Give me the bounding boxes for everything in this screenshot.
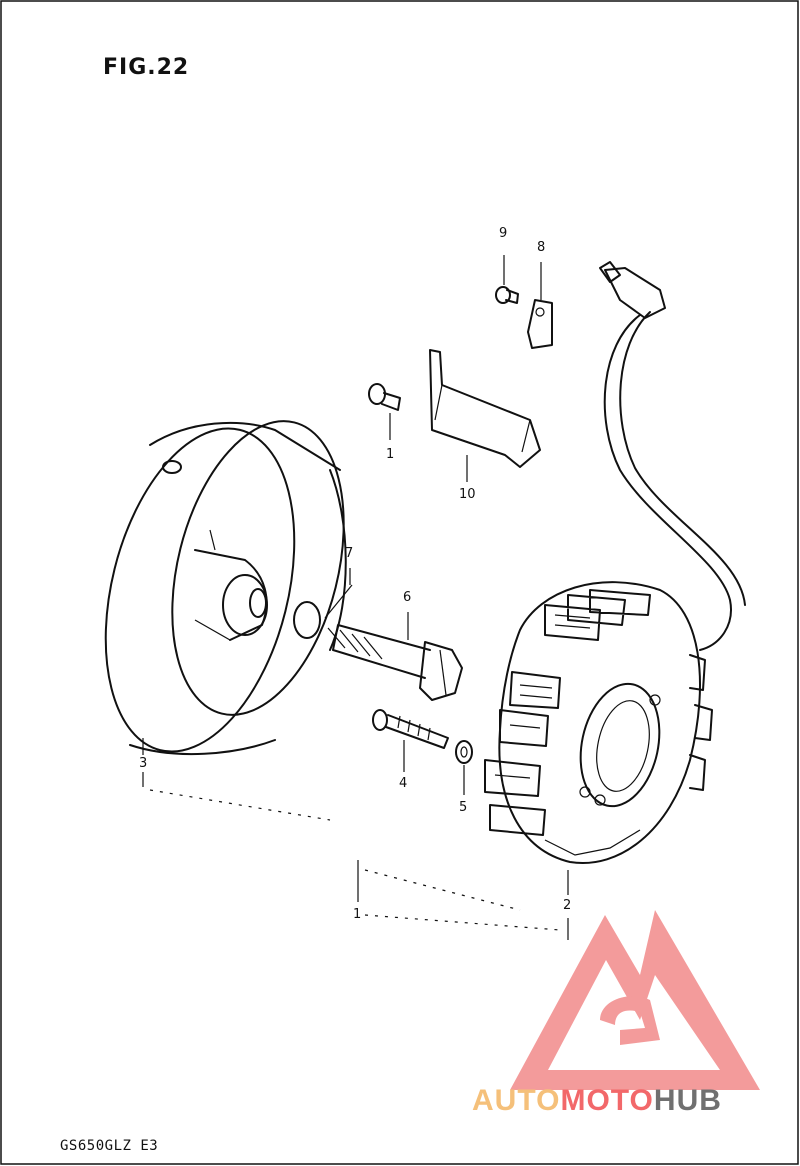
washer xyxy=(455,740,473,764)
part-label-2: 2 xyxy=(563,898,572,913)
automotohub-logo xyxy=(510,910,760,1090)
clamp-screw xyxy=(495,286,519,304)
watermark-moto: MOTO xyxy=(560,1084,654,1117)
figure-title: FIG.22 xyxy=(103,55,190,80)
lead-wire-cover xyxy=(429,349,541,468)
part-label-8: 8 xyxy=(537,240,546,255)
part-label-10: 10 xyxy=(459,487,476,502)
part-label-1-upper: 1 xyxy=(386,447,395,462)
part-label-9: 9 xyxy=(499,226,508,241)
watermark-hub: HUB xyxy=(653,1084,722,1117)
part-label-3: 3 xyxy=(139,756,148,771)
part-label-1-lower: 1 xyxy=(353,907,362,922)
cover-screw xyxy=(368,383,401,411)
lead-wire-clamp xyxy=(527,299,553,349)
model-code: GS650GLZ E3 xyxy=(60,1138,159,1154)
watermark-text: AUTOMOTOHUB xyxy=(472,1084,722,1118)
part-label-4: 4 xyxy=(399,776,408,791)
part-label-5: 5 xyxy=(459,800,468,815)
stator xyxy=(484,261,746,864)
rotor-bolt xyxy=(327,624,463,701)
stator-screw xyxy=(372,709,449,749)
watermark-auto: AUTO xyxy=(472,1084,561,1117)
leader-lines xyxy=(142,255,569,940)
rotor-flywheel xyxy=(104,420,347,756)
part-label-6: 6 xyxy=(403,590,412,605)
part-label-7: 7 xyxy=(345,546,354,561)
